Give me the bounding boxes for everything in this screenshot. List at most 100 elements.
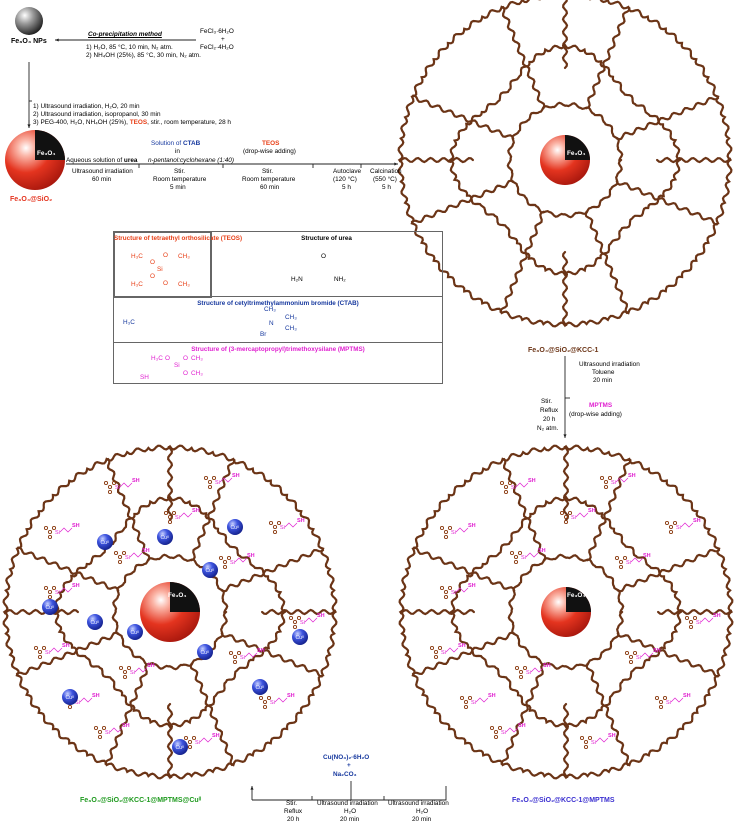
siloxane-oxygen: [107, 489, 113, 495]
siloxane-oxygen: [459, 695, 465, 701]
si-atom: Si: [55, 590, 60, 596]
si-atom: Si: [451, 590, 456, 596]
siloxane-oxygen: [288, 615, 294, 621]
propyl-chain: [199, 737, 213, 743]
kcc1-fiber-network: [2, 0, 734, 780]
cu-ion-10-label: Cuᴵᴵ: [176, 745, 184, 751]
thiol-group: SH: [468, 583, 476, 589]
mptms-step-top-2: Toluene: [592, 369, 615, 376]
teos-o-2: O: [163, 252, 168, 259]
cu-ion-7-label: Cuᴵᴵ: [296, 635, 304, 641]
siloxane-oxygen: [579, 735, 585, 741]
ctab-n: N: [269, 320, 274, 327]
siloxane-oxygen: [672, 520, 678, 526]
siloxane-oxygen: [236, 650, 242, 656]
propyl-chain: [670, 697, 684, 703]
coprecip-step-1: 1) H₂O, 85 °C, 10 min, N₂ atm.: [86, 44, 173, 51]
siloxane-oxygen: [614, 555, 620, 561]
si-atom: Si: [215, 480, 220, 486]
propyl-chain: [615, 477, 629, 483]
ctab-structure-cell: Structure of cetyltrimethylammonium brom…: [113, 296, 443, 343]
propyl-chain: [525, 552, 539, 558]
core-label-mptms: Fe₃O₄: [567, 592, 586, 599]
si-atom: Si: [521, 555, 526, 561]
thiol-group: SH: [297, 518, 305, 524]
ctab-step-top-3: n-pentanol:cyclohexane (1:40): [148, 157, 234, 164]
siloxane-oxygen: [439, 525, 445, 531]
thiol-group: SH: [588, 508, 596, 514]
thiol-group: SH: [643, 553, 651, 559]
siloxane-oxygen: [117, 554, 123, 560]
propyl-chain: [129, 552, 143, 558]
thiol-group: SH: [247, 553, 255, 559]
siloxane-oxygen: [513, 559, 519, 565]
mptms-step-top-3: 20 min: [593, 377, 613, 384]
silica-step-3: 3) PEG-400, H₂O, NH₄OH (25%), TEOS, stir…: [33, 119, 231, 127]
siloxane-oxygen: [522, 665, 528, 671]
thiol-group: SH: [528, 478, 536, 484]
kcc-synthesis-arrow-head: [394, 162, 398, 166]
cu-ion-4-label: Cuᴵᴵ: [91, 620, 99, 626]
propyl-chain: [455, 527, 469, 533]
propyl-chain: [284, 522, 298, 528]
siloxane-oxygen: [47, 594, 53, 600]
thiol-group: SH: [608, 733, 616, 739]
si-atom: Si: [115, 485, 120, 491]
siloxane-oxygen: [218, 555, 224, 561]
si-atom: Si: [526, 670, 531, 676]
kcc1-top-core-magnetite-quadrant: [565, 135, 590, 160]
siloxane-oxygen: [37, 654, 43, 660]
kcc1-cu-radial-fiber: [166, 703, 174, 779]
kcc1-mptms-radial-fiber: [585, 662, 630, 767]
cu-ion-1-label: Cuᴵᴵ: [161, 535, 169, 541]
kcc1-mptms-radial-fiber: [413, 546, 516, 592]
teos-ch3-2: CH₃: [178, 281, 190, 288]
urea-step-top: Aqueous solution of urea: [66, 157, 137, 165]
siloxane-oxygen: [607, 475, 613, 481]
cu-ion-2-label: Cuᴵᴵ: [206, 568, 214, 574]
thiol-group: SH: [142, 548, 150, 554]
mptms-step-top-1: Ultrasound irradiation: [579, 361, 640, 368]
siloxane-oxygen: [447, 585, 453, 591]
siloxane-oxygen: [103, 480, 109, 486]
propyl-chain: [700, 617, 714, 623]
siloxane-oxygen: [171, 510, 177, 516]
siloxane-oxygen: [467, 695, 473, 701]
ctab-step-top-1: Solution of CTAB: [151, 140, 200, 148]
siloxane-oxygen: [101, 725, 107, 731]
cu-ion-5-label: Cuᴵᴵ: [131, 630, 139, 636]
siloxane-oxygen: [654, 695, 660, 701]
mptms-step-left-1: Stir.: [541, 398, 553, 405]
cu-ion-3-label: Cuᴵᴵ: [231, 525, 239, 531]
siloxane-oxygen: [603, 479, 609, 485]
mptms-group-right-9: Si SH: [439, 583, 476, 600]
teos-o-1: O: [150, 259, 155, 266]
siloxane-oxygen: [272, 529, 278, 535]
teos-step-top-2: (drop-wise adding): [243, 148, 296, 155]
siloxane-oxygen: [559, 510, 565, 516]
siloxane-oxygen: [433, 649, 439, 655]
siloxane-oxygen: [688, 619, 694, 625]
si-atom: Si: [195, 740, 200, 746]
kcc1-label: Fe₃O₄@SiO₂@KCC-1: [528, 347, 599, 354]
cu-left-2: Reflux: [284, 808, 303, 815]
thiol-group: SH: [683, 693, 691, 699]
siloxane-oxygen: [47, 534, 53, 540]
propyl-chain: [505, 727, 519, 733]
kcc1-mptms-radial-fiber: [616, 548, 721, 593]
kcc1-mptms-label: Fe₃O₄@SiO₂@KCC-1@MPTMS: [512, 797, 615, 804]
cu-left-1: Stir.: [286, 800, 298, 807]
si-atom: Si: [666, 700, 671, 706]
cu-right-1: Ultrasound irradiation: [388, 800, 449, 807]
siloxane-oxygen: [518, 669, 524, 675]
siloxane-oxygen: [668, 524, 674, 530]
propyl-chain: [455, 587, 469, 593]
